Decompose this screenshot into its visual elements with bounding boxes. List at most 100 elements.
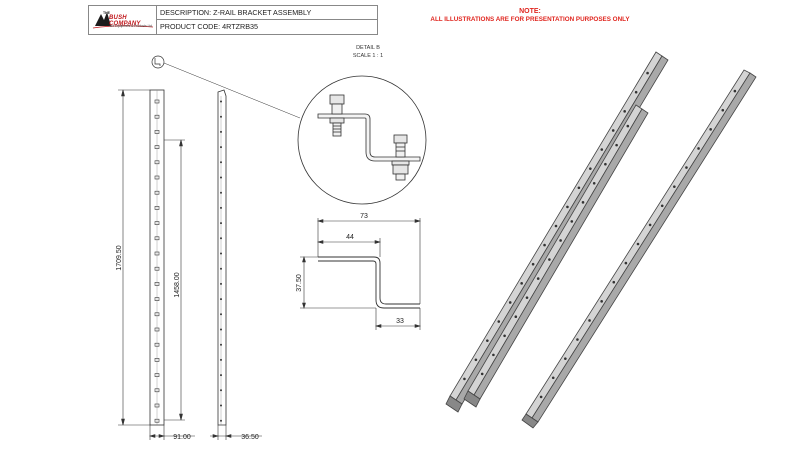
rail-hole [733,89,737,93]
dimension-profile-width-label: 73 [360,213,368,220]
side-hole [220,176,222,179]
rail-hole [697,147,700,150]
front-hole [154,282,160,286]
rail-hole [589,167,592,170]
detail-label: DETAIL B SCALE 1 : 1 [338,44,398,60]
rail-hole [497,320,501,323]
logo-text-tagline: 4x4 Equipment & Products Ltd [109,24,153,28]
detail-b-view [297,75,427,205]
rail-hole [600,300,603,303]
rail-hole [486,339,489,342]
front-hole [154,403,160,408]
rail-hole [539,395,543,399]
isometric-rail-1 [445,51,669,413]
rail-hole [559,239,562,242]
side-hole [220,389,222,392]
side-hole [220,404,222,407]
front-hole [154,130,160,134]
dimension-profile-width [316,218,422,304]
product-code-field: PRODUCT CODE: 4RTZRB35 [160,22,258,31]
logo-text-brand: BUSH COMPANY [109,15,141,27]
rail-hole [660,204,664,208]
side-hole [220,130,222,133]
rail-hole [592,181,596,185]
side-hole [220,313,222,316]
dimension-bottom-flange-label: 33 [396,318,404,325]
dimension-overall-length [118,89,150,426]
dimension-side-width-label: 36.50 [241,434,259,441]
rail-hole [612,280,616,284]
front-hole [154,175,160,180]
note-text: ALL ILLUSTRATIONS ARE FOR PRESENTATION P… [430,16,630,23]
front-hole [154,221,160,225]
front-hole [154,266,160,271]
title-block: THE BUSH COMPANY 4x4 Equipment & Product… [88,5,378,35]
side-hole [220,419,222,422]
dimension-height [300,255,376,310]
rail-hole [566,205,569,209]
isometric-rail-holes [463,71,737,399]
detail-marker [151,55,301,119]
side-hole [220,282,222,285]
rail-hole [673,185,676,188]
dimension-front-width-label: 91.00 [173,434,191,441]
front-hole [154,327,160,332]
dimension-top-flange-label: 44 [346,234,354,241]
dimension-top-flange [316,238,382,257]
rail-hole [503,334,506,338]
rail-hole [604,162,607,166]
side-hole [220,328,222,331]
rail-hole [554,224,558,228]
side-hole [220,115,222,118]
front-hole [154,160,160,165]
side-hole [220,161,222,164]
rail-hole [634,90,638,94]
side-hole [220,222,222,225]
rail-hole [548,258,551,261]
dimension-hole-span [164,139,185,421]
rail-hole [588,319,591,322]
rail-hole [536,277,540,280]
front-hole [154,99,160,104]
rail-hole [615,143,618,147]
note-title: NOTE: [519,8,541,15]
dimension-bottom-flange [374,308,422,330]
rail-hole [564,357,567,360]
side-hole [220,100,222,103]
side-view [217,89,227,426]
front-hole [154,190,160,195]
side-hole [220,298,222,301]
logo-text-the: THE [103,11,110,15]
rail-hole [525,296,529,299]
dimension-hole-span-label: 1458.00 [174,272,181,297]
rail-hole [611,129,615,132]
front-hole [154,251,160,256]
rail-hole [636,242,640,246]
dimension-height-label: 37.50 [296,274,303,292]
front-hole [154,145,160,149]
rail-hole [520,282,523,285]
front-view-holes [154,99,160,423]
rail-hole [480,372,484,376]
rail-hole [623,110,626,113]
description-field: DESCRIPTION: Z-RAIL BRACKET ASSEMBLY [157,6,377,20]
side-hole [220,237,222,240]
rail-hole [577,186,581,190]
front-hole [154,114,160,119]
rail-hole [531,262,535,266]
rail-hole [581,201,585,204]
rail-hole [576,338,579,341]
dimension-side-width [210,425,262,440]
rail-hole [463,377,466,381]
side-hole [220,374,222,377]
side-hole [220,252,222,255]
detail-scale: SCALE 1 : 1 [352,53,384,59]
company-logo: THE BUSH COMPANY 4x4 Equipment & Product… [89,6,157,34]
rail-hole [721,108,725,112]
front-hole [154,312,160,317]
side-hole [220,206,222,209]
front-hole [154,206,160,210]
front-hole [154,373,160,377]
side-hole [220,146,222,149]
rail-hole [492,353,495,357]
